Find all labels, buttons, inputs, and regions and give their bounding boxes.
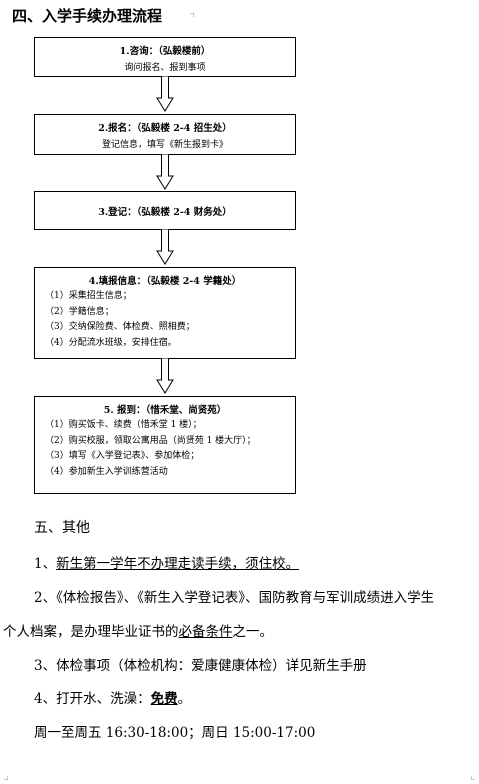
step-5-title: 5. 报到：（惜禾堂、尚贤苑） xyxy=(103,405,227,416)
step-4-line-4: （4）分配流水班级，安排住宿。 xyxy=(45,337,177,348)
step-1-line-1: 询问报名、报到事项 xyxy=(124,63,206,73)
flow-step-1-box: 1.咨询：（弘毅楼前） 询问报名、报到事项 xyxy=(34,37,296,77)
flow-step-2-box: 2.报名：（弘毅楼 2-4 招生处） 登记信息，填写《新生报到卡》 xyxy=(34,114,296,155)
section-5-heading: 五、其他 xyxy=(34,520,90,536)
down-arrow-icon xyxy=(156,358,174,394)
flow-step-4-box: 4.填报信息：（弘毅楼 2-4 学籍处） （1）采集招生信息； （2）学籍信息；… xyxy=(34,267,296,359)
step-4-line-3: （3）交纳保险费、体检费、照相费； xyxy=(45,322,195,332)
step-5-line-4: （4）参加新生入学训练营活动 xyxy=(45,466,168,477)
item-4-suffix: 。 xyxy=(177,691,192,707)
step-5-line-2: （2）购买校服，领取公寓用品（尚贤苑 1 楼大厅）； xyxy=(45,435,256,446)
step-3-title: 3.登记：（弘毅楼 2-4 财务处） xyxy=(98,207,232,218)
down-arrow-icon xyxy=(156,154,174,190)
item-2-text-before: 个人档案，是办理毕业证书的 xyxy=(3,624,179,640)
corner-mark xyxy=(4,776,8,780)
item-4-prefix: 4、打开水、洗澡： xyxy=(34,691,151,707)
step-2-line-1: 登记信息，填写《新生报到卡》 xyxy=(101,140,228,150)
down-arrow-icon xyxy=(156,229,174,265)
flow-step-5-box: 5. 报到：（惜禾堂、尚贤苑） （1）购买饭卡、续费（惜禾堂 1 楼）； （2）… xyxy=(34,396,296,494)
corner-mark xyxy=(471,776,475,780)
item-2-text-after: 之一。 xyxy=(232,624,274,640)
item-3: 3、体检事项（体检机构：爱康健康体检）详见新生手册 xyxy=(34,658,367,674)
item-4-emphasis: 免费 xyxy=(150,691,178,707)
item-2-line-2: 个人档案，是办理毕业证书的必备条件之一。 xyxy=(3,620,273,640)
opening-hours: 周一至周五 16:30-18:00；周日 15:00-17:00 xyxy=(34,725,316,741)
step-5-line-1: （1）购买饭卡、续费（惜禾堂 1 楼）； xyxy=(45,420,202,430)
step-4-title: 4.填报信息：（弘毅楼 2-4 学籍处） xyxy=(88,276,242,287)
item-1-prefix: 1、 xyxy=(34,556,57,572)
step-4-line-2: （2）学籍信息； xyxy=(45,306,114,317)
item-1: 1、新生第一学年不办理走读手续，须住校。 xyxy=(34,552,299,572)
section-4-heading: 四、入学手续办理流程 xyxy=(12,7,163,25)
step-5-line-3: （3）填写《入学登记表》、参加体检； xyxy=(45,451,200,461)
down-arrow-icon xyxy=(156,76,174,112)
item-2-line-1: 2、《体检报告》、《新生入学登记表》、国防教育与军训成绩进入学生 xyxy=(34,590,435,606)
step-4-line-1: （1）采集招生信息； xyxy=(45,291,132,301)
item-1-text: 新生第一学年不办理走读手续，须住校。 xyxy=(56,556,300,572)
step-1-title: 1.咨询：（弘毅楼前） xyxy=(119,46,211,57)
step-2-title: 2.报名：（弘毅楼 2-4 招生处） xyxy=(98,123,232,134)
item-4: 4、打开水、洗澡：免费。 xyxy=(34,687,191,707)
paragraph-mark xyxy=(190,13,194,17)
item-2-underlined: 必备条件 xyxy=(178,624,233,640)
flow-step-3-box: 3.登记：（弘毅楼 2-4 财务处） xyxy=(34,191,296,230)
